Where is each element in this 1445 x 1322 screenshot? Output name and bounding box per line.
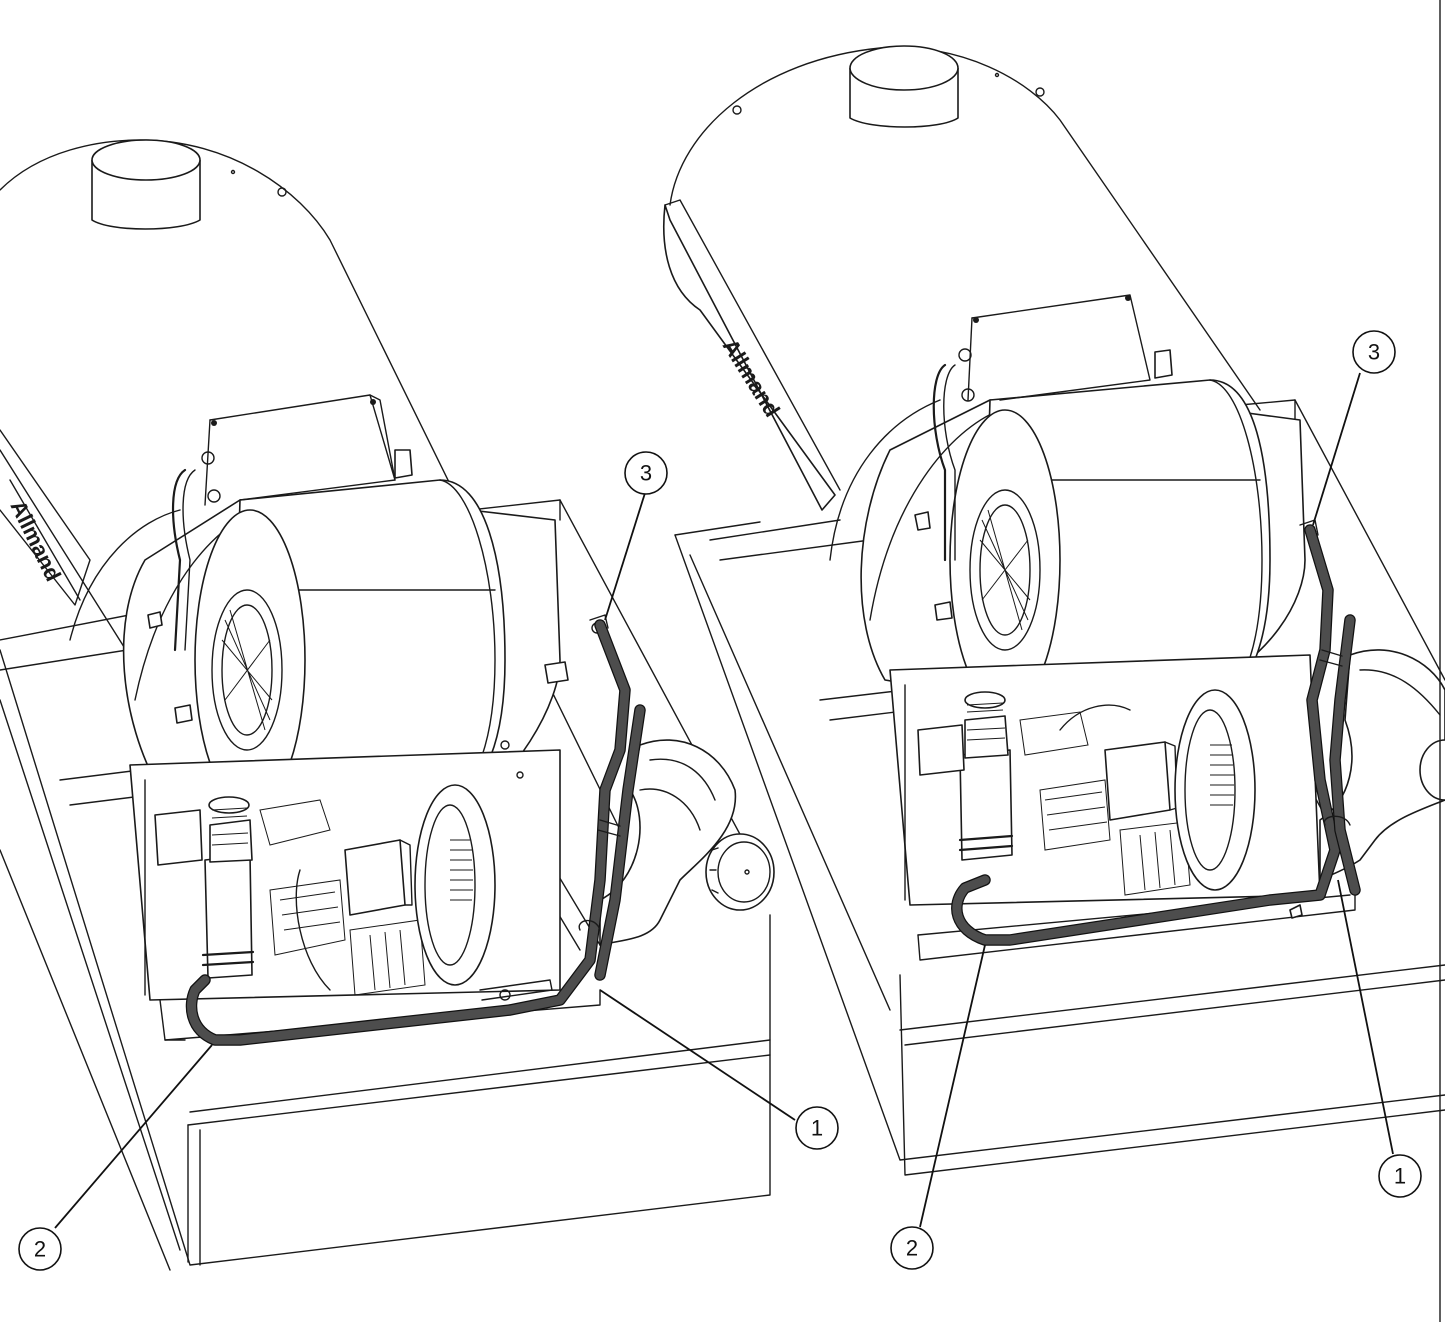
left-burner-assembly [129,740,601,1041]
left-fuel-hoses [185,614,646,1046]
right-burner-assembly [889,654,1356,961]
right-heater-drum [662,45,1261,511]
left-heater-unit: Allmand [0,139,839,1271]
svg-text:1: 1 [1394,1164,1406,1189]
right-fuel-hoses [951,519,1361,946]
right-fuel-filler-neck [1319,649,1445,881]
svg-text:1: 1 [811,1116,823,1141]
svg-text:2: 2 [906,1236,918,1261]
svg-text:3: 3 [1368,340,1380,365]
left-heater-drum [0,139,621,831]
right-allmand-logo: Allmand [718,334,785,421]
svg-text:2: 2 [34,1237,46,1262]
right-blower-housing [829,294,1306,721]
svg-text:Allmand: Allmand [718,334,785,421]
right-callout-1: 1 [1337,879,1422,1198]
svg-text:3: 3 [640,461,652,486]
left-fuel-filler-neck [599,739,775,946]
left-callout-1: 1 [599,989,839,1150]
right-heater-unit: Allmand [662,45,1445,1270]
left-callout-3: 3 [604,451,668,621]
right-callout-2: 2 [890,944,986,1270]
right-callout-3: 3 [1312,330,1396,526]
right-base-skid [674,399,1445,1176]
left-callout-2: 2 [18,1044,213,1271]
